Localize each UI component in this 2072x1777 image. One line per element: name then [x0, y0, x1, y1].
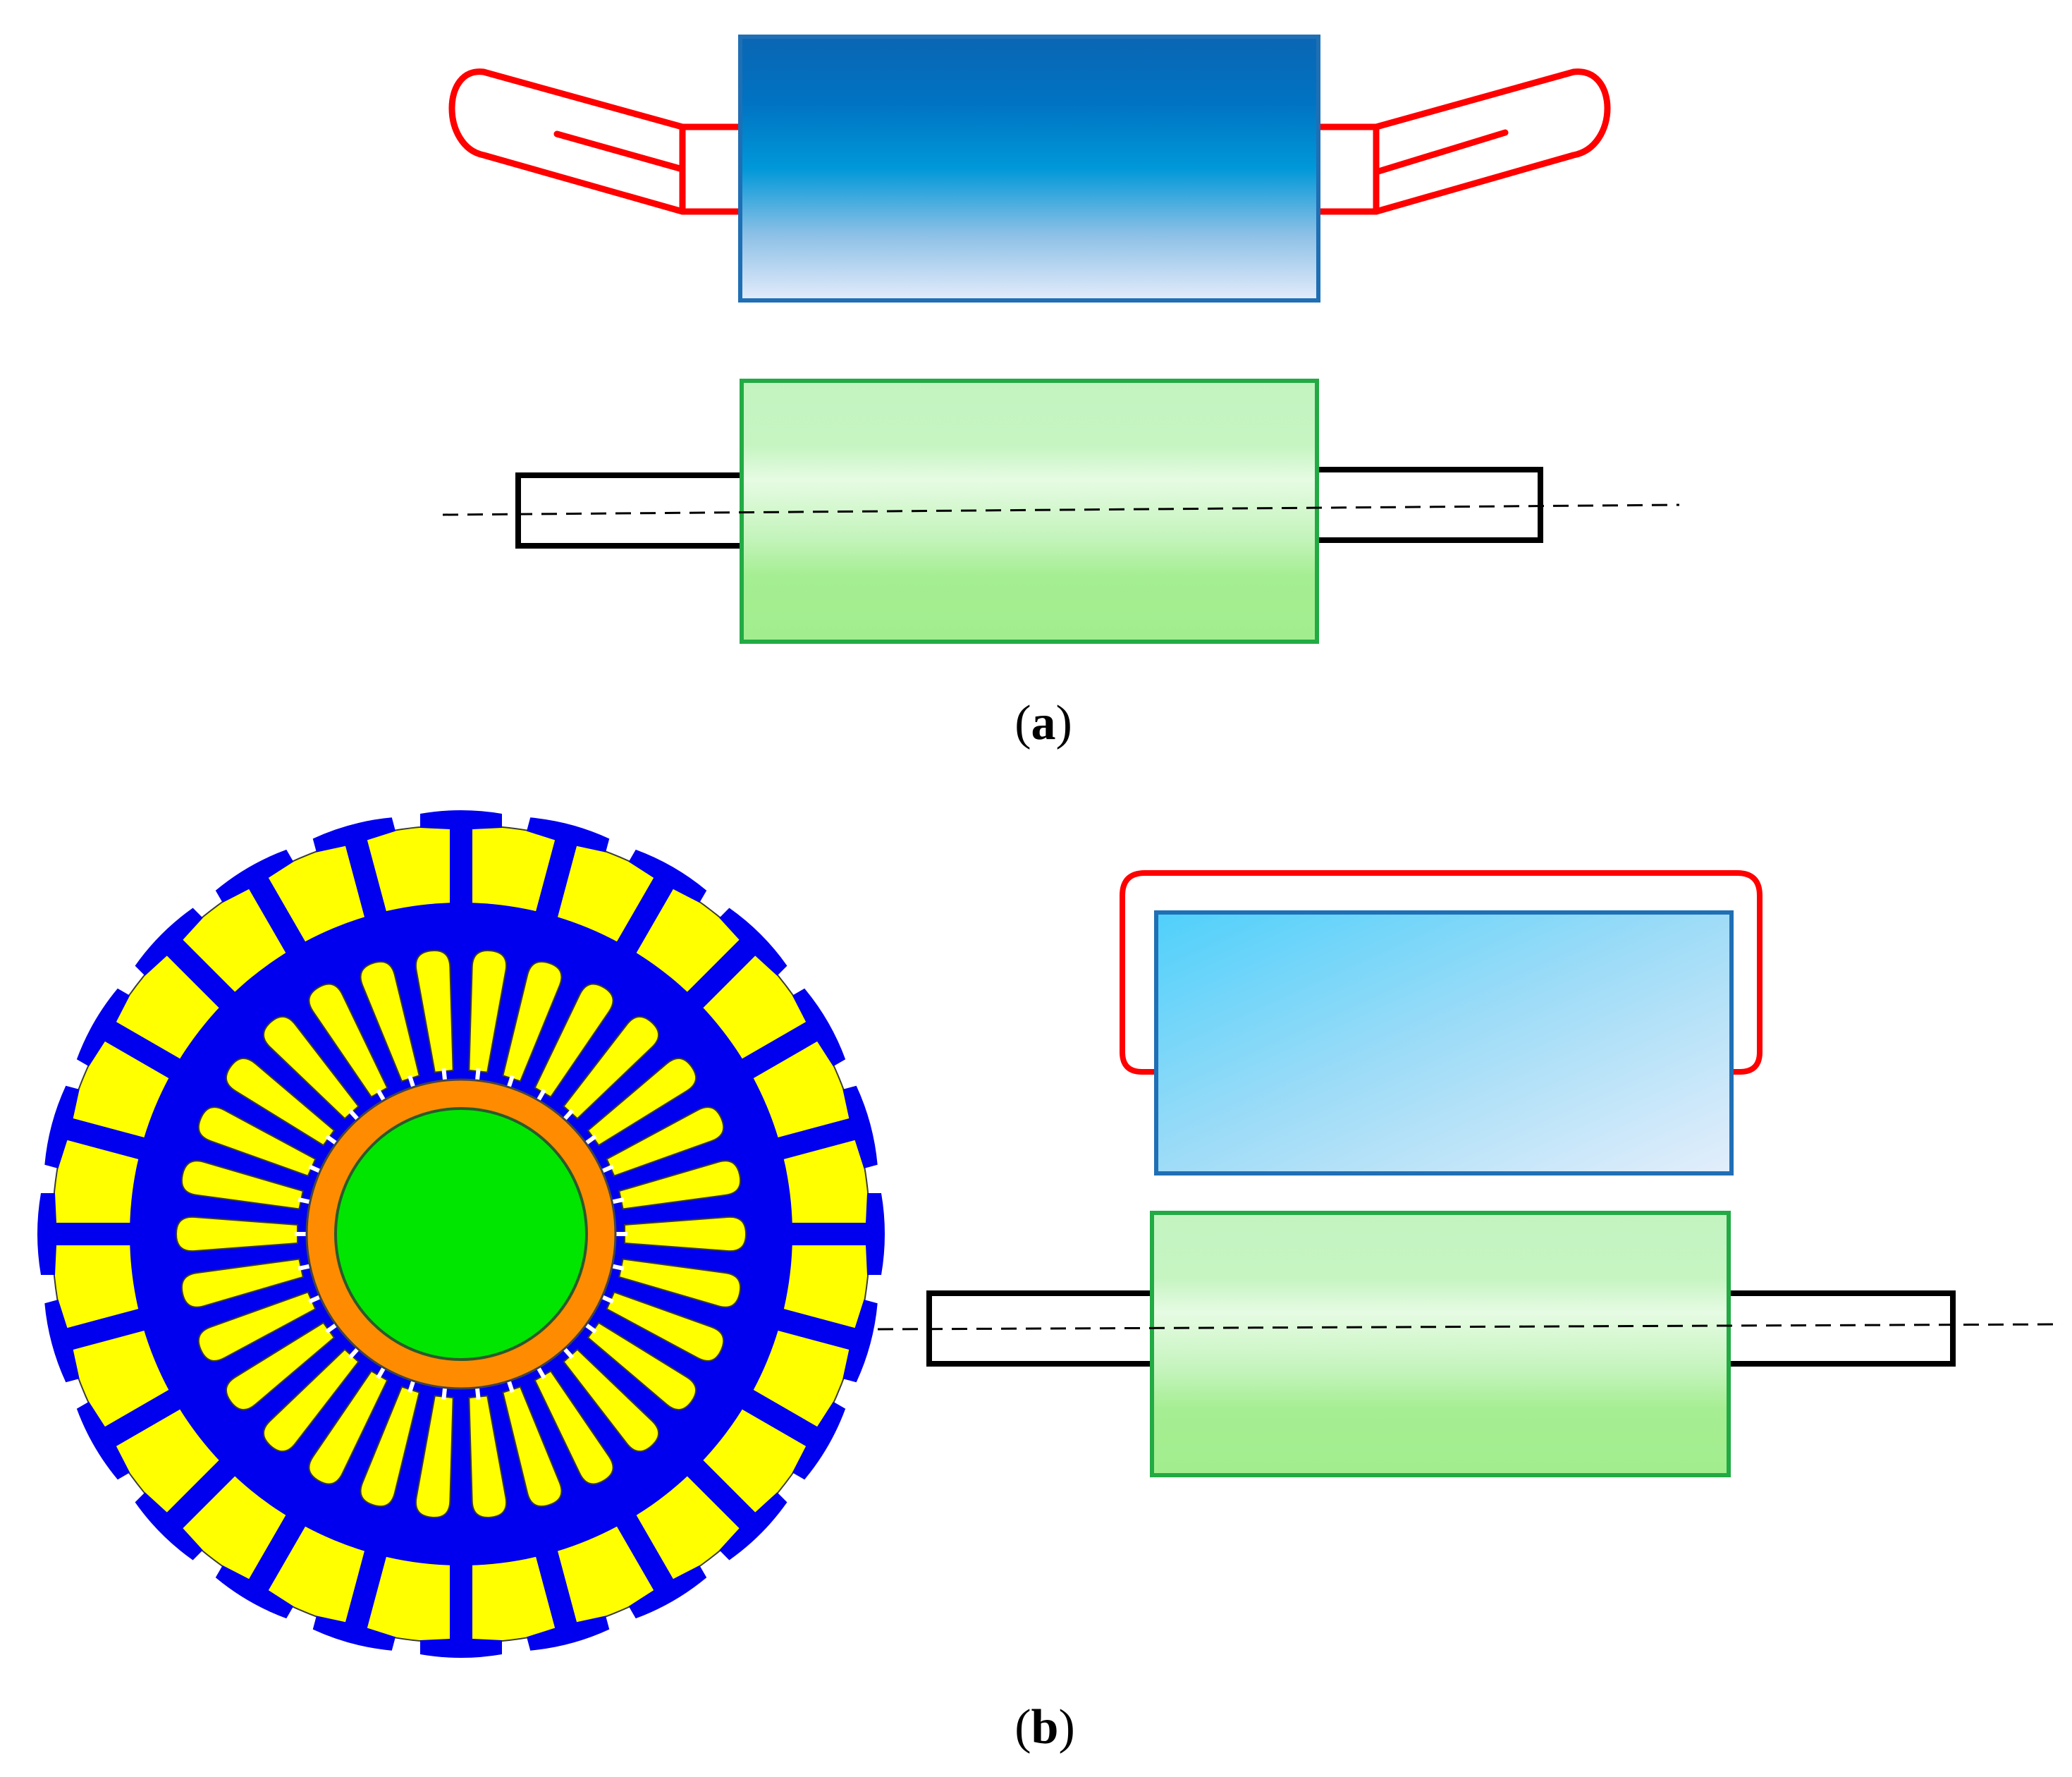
- stator-outer-tooth: [613, 1509, 707, 1619]
- stator-inner-slot: [612, 1160, 742, 1210]
- stator-inner-slot: [308, 983, 388, 1101]
- stator-outer-tooth: [527, 817, 610, 924]
- panel-a: (a): [442, 35, 1680, 750]
- stator-outer-tooth: [682, 1455, 787, 1561]
- end-winding-left: [448, 68, 744, 215]
- stator-outer-tooth: [312, 817, 396, 924]
- stator-outer-tooth: [44, 1085, 151, 1168]
- stator-block-side: [1154, 910, 1734, 1175]
- end-winding-right: [1315, 68, 1611, 215]
- stator-inner-slot: [360, 1381, 420, 1508]
- stator-inner-slot: [601, 1106, 725, 1177]
- shaft-right: [1312, 467, 1543, 543]
- stator-inner-slot: [415, 1388, 454, 1519]
- stator-inner-slot: [612, 1258, 742, 1308]
- stator-inner-slot: [563, 1015, 660, 1120]
- stator-outer-tooth: [37, 1193, 137, 1275]
- rotor-block-side: [1150, 1211, 1731, 1477]
- stator-inner-slot: [502, 960, 563, 1087]
- stator-inner-slots: [175, 949, 747, 1519]
- stator-inner-slot: [262, 1015, 360, 1120]
- stator-cross-section: [37, 810, 885, 1658]
- stator-outer-tooth: [771, 1085, 878, 1168]
- stator-inner-slot: [468, 1388, 508, 1519]
- panel-b: (b): [37, 810, 2063, 1754]
- stator-outer-tooth: [215, 1509, 309, 1619]
- stator-inner-slot: [585, 1321, 697, 1411]
- stator-outer-tooth: [682, 908, 787, 1013]
- stator-outer-tooth: [736, 1386, 846, 1480]
- stator-outer-tooth: [527, 1544, 610, 1651]
- stator-outer-tooth: [613, 849, 707, 959]
- stator-inner-slot: [308, 1367, 388, 1485]
- stator-outer-teeth: [37, 810, 885, 1658]
- stator-inner-slot: [262, 1348, 360, 1453]
- stator-outer-tooth: [135, 908, 240, 1013]
- panel-label-a: (a): [1014, 696, 1072, 750]
- stator-outer-tooth: [76, 1386, 186, 1480]
- stator-inner-slot: [502, 1381, 563, 1508]
- stator-inner-slot: [585, 1057, 697, 1147]
- stator-inner-slot: [601, 1291, 725, 1362]
- stator-inner-slot: [360, 960, 420, 1087]
- panel-label-b: (b): [1014, 1700, 1075, 1754]
- stator-outer-tooth: [771, 1300, 878, 1383]
- stator-inner-slot: [180, 1160, 310, 1210]
- stator-inner-slot: [225, 1321, 337, 1411]
- stator-outer-tooth: [736, 988, 846, 1082]
- stator-block: [738, 35, 1320, 303]
- stator-inner-slot: [180, 1258, 310, 1308]
- stator-inner-slot: [415, 949, 454, 1080]
- shaft-right-side: [1724, 1290, 1956, 1367]
- stator-outer-tooth: [420, 1558, 502, 1658]
- stator-inner-slot: [197, 1106, 321, 1177]
- stator-outer-tooth: [312, 1544, 396, 1651]
- stator-inner-slot: [534, 1367, 614, 1485]
- rotor-disc: [334, 1107, 588, 1361]
- shaft-left: [515, 472, 747, 549]
- stator-inner-slot: [563, 1348, 660, 1453]
- stator-inner-slot: [225, 1057, 337, 1147]
- stator-outer-tooth: [76, 988, 186, 1082]
- rotation-axis: [442, 503, 1680, 516]
- stator-inner-slot: [468, 949, 508, 1080]
- stator-inner-slot: [616, 1216, 747, 1252]
- stator-outer-tooth: [135, 1455, 240, 1561]
- stator-inner-slot: [175, 1216, 306, 1252]
- stator-outer-tooth: [44, 1300, 151, 1383]
- stator-inner-slot: [534, 983, 614, 1101]
- stator-inner-slot: [197, 1291, 321, 1362]
- stator-outer-tooth: [785, 1193, 885, 1275]
- stator-outer-tooth: [215, 849, 309, 959]
- stator-outer-tooth: [420, 810, 502, 910]
- end-winding-loop: [1120, 870, 1763, 1075]
- rotation-axis-side: [877, 1323, 2063, 1331]
